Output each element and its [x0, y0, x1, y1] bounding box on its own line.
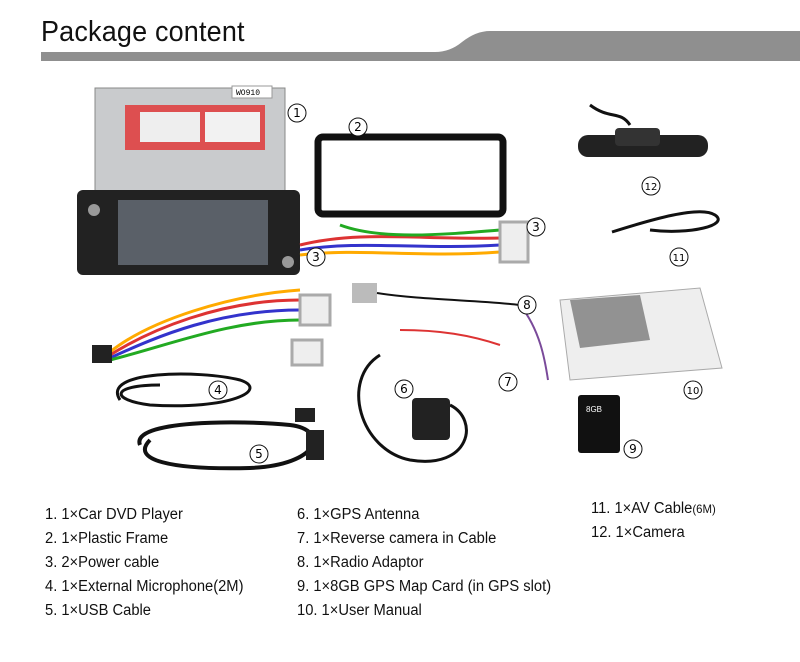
callout-7: 7: [498, 372, 518, 392]
svg-text:1: 1: [293, 106, 301, 120]
list-item: 3. 2×Power cable: [45, 554, 160, 571]
svg-text:9: 9: [629, 442, 637, 456]
radio-adaptor: [352, 283, 549, 381]
camera: [578, 103, 708, 157]
list-item: 11. 1×AV Cable(6M): [591, 500, 716, 517]
contents-column-2: 6. 1×GPS Antenna 7. 1×Reverse camera in …: [297, 503, 551, 623]
callout-5: 5: [249, 444, 269, 464]
contents-column-3: 11. 1×AV Cable(6M) 12. 1×Camera: [591, 497, 716, 545]
callout-8: 8: [517, 295, 537, 315]
header-banner: [41, 31, 800, 61]
list-item: 1. 1×Car DVD Player: [45, 506, 183, 523]
callout-9: 9: [623, 439, 643, 459]
player-label: WO910: [236, 89, 260, 98]
list-item: 2. 1×Plastic Frame: [45, 530, 169, 547]
page-title: Package content: [41, 16, 245, 48]
svg-text:5: 5: [255, 447, 263, 461]
svg-text:7: 7: [504, 375, 512, 389]
car-dvd-player: WO910: [77, 85, 300, 275]
callout-11: 11: [669, 247, 689, 267]
svg-text:3: 3: [312, 250, 320, 264]
callout-4: 4: [208, 380, 228, 400]
callout-6: 6: [394, 379, 414, 399]
callout-3a: 3: [526, 217, 546, 237]
callout-1: 1: [287, 103, 307, 123]
contents-column-1: 1. 1×Car DVD Player 2. 1×Plastic Frame 3…: [45, 503, 243, 623]
callout-2: 2: [348, 117, 368, 137]
callout-12: 12: [641, 176, 661, 196]
list-item: 5. 1×USB Cable: [45, 602, 152, 619]
callout-10: 10: [683, 380, 703, 400]
list-item: 4. 1×External Microphone(2M): [45, 578, 244, 595]
list-item: 8. 1×Radio Adaptor: [297, 554, 424, 571]
card-label: 8GB: [586, 405, 602, 414]
list-item: 10. 1×User Manual: [297, 602, 422, 619]
list-item: 9. 1×8GB GPS Map Card (in GPS slot): [297, 578, 552, 595]
gps-antenna: [357, 353, 468, 463]
svg-text:12: 12: [645, 182, 658, 193]
svg-text:6: 6: [400, 382, 408, 396]
svg-text:8: 8: [523, 298, 531, 312]
svg-text:10: 10: [687, 386, 700, 397]
list-item: 7. 1×Reverse camera in Cable: [297, 530, 497, 547]
av-cable: [611, 210, 720, 234]
svg-text:11: 11: [673, 253, 686, 264]
list-item: 6. 1×GPS Antenna: [297, 506, 420, 523]
svg-text:4: 4: [214, 383, 222, 397]
header-bar: [41, 31, 800, 61]
plastic-frame: [314, 133, 507, 218]
callout-3b: 3: [306, 247, 326, 267]
list-item: 12. 1×Camera: [591, 524, 685, 541]
callouts: 1 2 3 3 4 5 6 7 8 9 10 11 12: [208, 103, 703, 464]
usb-cable: [137, 408, 324, 471]
reverse-camera-cable: [399, 329, 501, 346]
external-microphone: [116, 372, 252, 408]
product-photo: WO910: [77, 85, 723, 471]
power-cable-2: [92, 288, 332, 367]
power-cable: [299, 220, 530, 264]
gps-map-card: 8GB: [578, 395, 620, 453]
svg-text:2: 2: [354, 120, 362, 134]
svg-text:3: 3: [532, 220, 540, 234]
